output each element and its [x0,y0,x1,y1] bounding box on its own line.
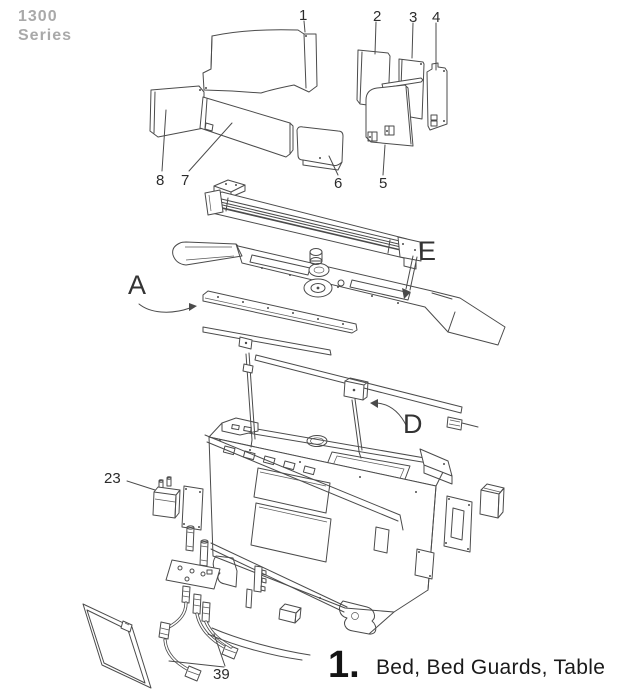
front-rail [202,290,358,334]
callout-23: 23 [104,470,121,487]
slide-base [172,241,506,346]
part-4-panel [426,62,448,131]
door-panel [82,603,152,689]
cross-shaft-assembly [242,352,479,459]
table-top [204,189,422,270]
callout-4: 4 [432,9,441,26]
arrow-d [370,399,408,428]
part-5-panel [365,84,414,147]
callout-letter-a: A [128,270,147,300]
callout-6: 6 [334,175,343,192]
arrow-a [138,303,197,313]
callout-39: 39 [213,666,230,683]
series-line2: Series [18,27,73,44]
machine-bed [204,417,453,635]
part-1-top-cover [202,29,318,94]
callout-letter-e: E [418,236,437,266]
part-6-guard [296,126,344,171]
leader-lines [126,20,437,668]
front-small-brackets [245,565,302,624]
callout-8: 8 [156,172,165,189]
caption-number: 1. [328,644,360,686]
series-title: 1300 Series [18,7,72,45]
callout-3: 3 [409,9,418,26]
mounting-plate-and-pins [165,525,221,623]
callout-7: 7 [181,172,190,189]
callout-5: 5 [379,175,388,192]
lower-shaft [202,326,332,356]
solenoid-part-23 [152,476,204,531]
cable-harness-39 [158,601,311,682]
caption-title: Bed, Bed Guards, Table [376,656,606,679]
callout-2: 2 [373,8,382,25]
part-7-guard [199,96,294,158]
arrow-e [402,255,418,299]
callout-letter-d: D [403,409,423,439]
right-side-plates [414,483,505,580]
callout-1: 1 [299,7,308,24]
part-8-guard [149,85,205,138]
series-line1: 1300 [18,8,58,25]
